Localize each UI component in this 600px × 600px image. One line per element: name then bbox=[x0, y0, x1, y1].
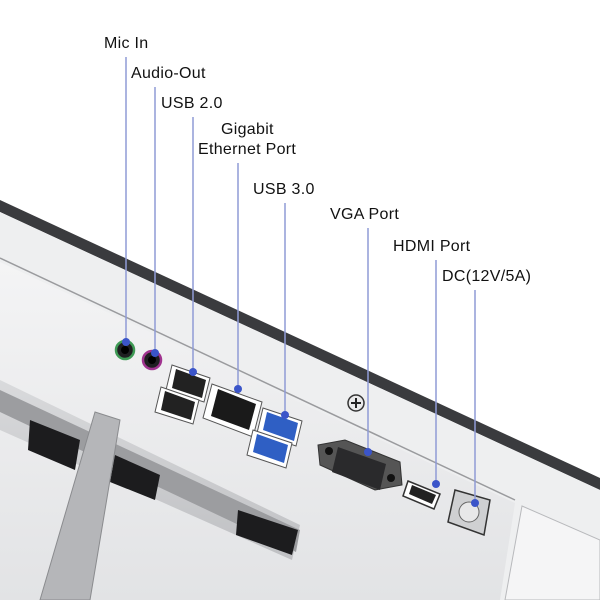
dot-mic-in bbox=[122, 338, 130, 346]
label-hdmi: HDMI Port bbox=[393, 238, 471, 255]
leader-lines bbox=[125, 57, 476, 503]
label-usb2: USB 2.0 bbox=[161, 95, 223, 112]
chassis-top-edge bbox=[0, 200, 600, 490]
dot-hdmi bbox=[432, 480, 440, 488]
label-mic-in: Mic In bbox=[104, 35, 149, 52]
dc-power-jack bbox=[447, 489, 491, 537]
label-audio-out: Audio-Out bbox=[131, 65, 206, 82]
dot-dc bbox=[471, 499, 479, 507]
dot-usb3 bbox=[281, 411, 289, 419]
usb2-ports bbox=[154, 364, 211, 425]
screw-icon bbox=[347, 394, 365, 412]
stand-hole-mid bbox=[110, 455, 160, 500]
dot-audio-out bbox=[151, 349, 159, 357]
label-usb3: USB 3.0 bbox=[253, 181, 315, 198]
right-cover bbox=[504, 505, 600, 600]
leader-dots bbox=[122, 338, 479, 507]
hdmi-port bbox=[402, 480, 441, 510]
stand-hole-left bbox=[28, 420, 80, 470]
vga-port bbox=[317, 439, 403, 491]
label-vga: VGA Port bbox=[330, 206, 400, 223]
label-ethernet-line1: Gigabit bbox=[221, 121, 274, 138]
dot-usb2 bbox=[189, 368, 197, 376]
stand-arm bbox=[39, 411, 121, 600]
label-dc: DC(12V/5A) bbox=[442, 268, 532, 285]
dot-ethernet bbox=[234, 385, 242, 393]
label-ethernet-line2: Ethernet Port bbox=[198, 141, 297, 158]
dot-vga bbox=[364, 448, 372, 456]
stand-hole-right bbox=[236, 510, 298, 555]
usb3-ports bbox=[246, 407, 303, 469]
bezel-crease bbox=[0, 257, 516, 501]
